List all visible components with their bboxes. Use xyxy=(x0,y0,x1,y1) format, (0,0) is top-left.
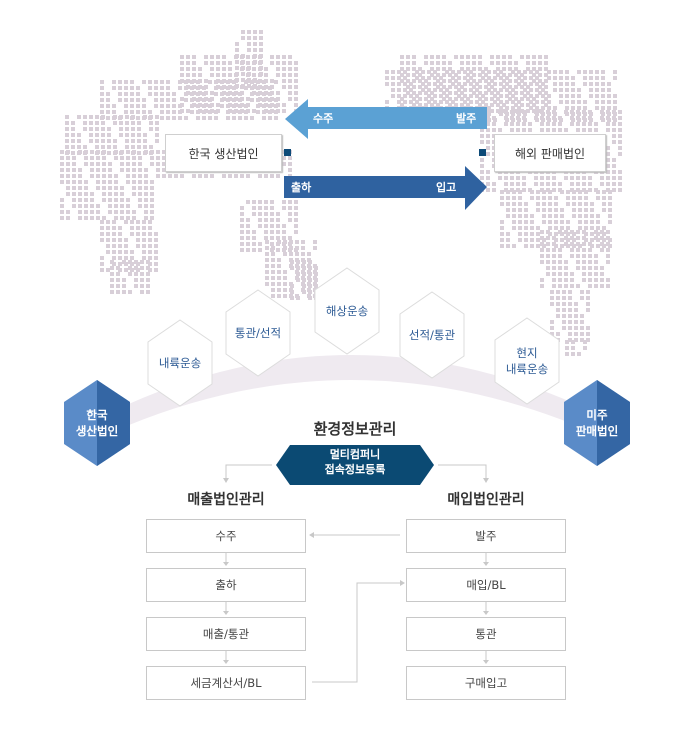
sales-step-box: 매출/통관 xyxy=(146,617,306,651)
overseas-entity-box: 해외 판매법인 xyxy=(494,134,606,172)
logistics-step-label: 통관/선적 xyxy=(234,326,282,340)
purchase-step-box: 발주 xyxy=(406,519,566,553)
logistics-step: 선적/통관 xyxy=(400,292,464,378)
order-place-label: 발주 xyxy=(456,112,477,125)
management-title: 환경정보관리 xyxy=(313,420,397,438)
logistics-step-hex xyxy=(225,289,291,377)
purchase-title: 매입법인관리 xyxy=(447,492,525,508)
sales-title: 매출법인관리 xyxy=(187,492,265,508)
world-map-dots xyxy=(60,30,622,356)
sales-step-box: 출하 xyxy=(146,568,306,602)
logistics-step: 통관/선적 xyxy=(226,290,290,376)
purchase-step-box: 통관 xyxy=(406,617,566,651)
purchase-step-box: 매입/BL xyxy=(406,568,566,602)
ship-arrow xyxy=(284,166,487,210)
logistics-step-label: 현지 xyxy=(516,346,538,360)
logistics-arc xyxy=(95,355,610,440)
connector-square-right xyxy=(479,149,486,156)
purchase-step-box: 구매입고 xyxy=(406,666,566,700)
logistics-step-label: 내륙운송 xyxy=(505,362,549,376)
logistics-step: 해상운송 xyxy=(315,268,379,354)
banner-shape xyxy=(276,445,434,485)
shipping-label: 출하 xyxy=(291,181,312,194)
logistics-step-label: 선적/통관 xyxy=(408,328,456,342)
logistics-step-hex xyxy=(314,267,380,355)
connector-square-left xyxy=(284,149,291,156)
receiving-label: 입고 xyxy=(436,181,457,194)
order-arrow xyxy=(285,99,487,139)
logistics-step-hex xyxy=(399,291,465,379)
logistics-step-hex xyxy=(494,317,560,405)
sales-step-box: 세금계산서/BL xyxy=(146,666,306,700)
sales-step-box: 수주 xyxy=(146,519,306,553)
korea-entity-box: 한국 생산법인 xyxy=(165,134,282,172)
logistics-step: 내륙운송 xyxy=(148,320,212,406)
order-receive-label: 수주 xyxy=(313,112,334,125)
logistics-step-label: 해상운송 xyxy=(325,304,369,318)
logistics-step-hex xyxy=(147,319,213,407)
logistics-step-label: 내륙운송 xyxy=(158,356,202,370)
